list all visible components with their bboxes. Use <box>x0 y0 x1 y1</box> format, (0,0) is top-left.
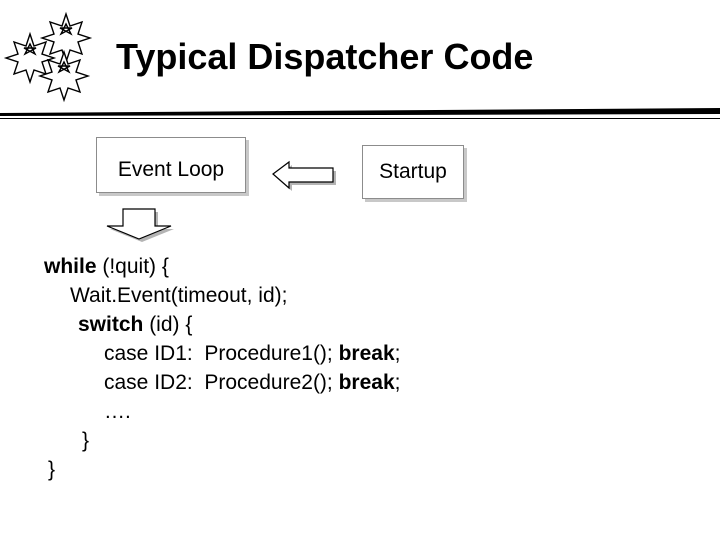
code-text: ; <box>394 342 401 365</box>
star-shape <box>39 11 93 65</box>
code-text: } <box>48 458 56 481</box>
star-shape <box>23 42 37 56</box>
event-loop-box: Event Loop <box>96 137 246 193</box>
code-line: while (!quit) { <box>44 252 169 281</box>
star-shape <box>37 49 91 103</box>
code-line: switch (id) { <box>78 310 192 339</box>
startup-box: Startup <box>362 145 464 199</box>
code-keyword: break <box>338 371 395 394</box>
star-shape <box>3 31 57 85</box>
code-text: Wait.Event(timeout, id); <box>70 284 288 307</box>
code-block: while (!quit) { Wait.Event(timeout, id);… <box>0 252 720 513</box>
arrow-down-icon <box>106 208 174 242</box>
arrow-left-shape <box>272 160 334 190</box>
code-text: } <box>82 429 90 452</box>
code-text: case ID2: Procedure2(); <box>104 371 339 394</box>
event-loop-label: Event Loop <box>117 158 225 181</box>
code-text: case ID1: Procedure1(); <box>104 342 339 365</box>
code-line: } <box>48 455 55 484</box>
code-line: case ID1: Procedure1(); break; <box>104 339 401 368</box>
code-text: ; <box>394 371 401 394</box>
code-text: (id) { <box>143 313 193 336</box>
slide-title: Typical Dispatcher Code <box>116 36 534 77</box>
code-line: Wait.Event(timeout, id); <box>70 281 287 310</box>
star-cluster-icon <box>3 11 93 103</box>
star-shape <box>57 60 71 74</box>
code-keyword: break <box>338 342 395 365</box>
rule-thick-bar <box>0 108 720 116</box>
code-keyword: while <box>44 255 97 278</box>
arrow-down-shape <box>106 208 172 240</box>
title-rule <box>0 108 720 119</box>
code-keyword: switch <box>78 313 144 336</box>
code-line: } <box>82 426 89 455</box>
startup-label: Startup <box>379 160 447 183</box>
star-shape <box>59 22 73 36</box>
code-text: …. <box>104 400 131 423</box>
code-line: case ID2: Procedure2(); break; <box>104 368 401 397</box>
code-line: …. <box>104 397 131 426</box>
code-text: (!quit) { <box>96 255 169 278</box>
arrow-left-icon <box>272 160 336 191</box>
